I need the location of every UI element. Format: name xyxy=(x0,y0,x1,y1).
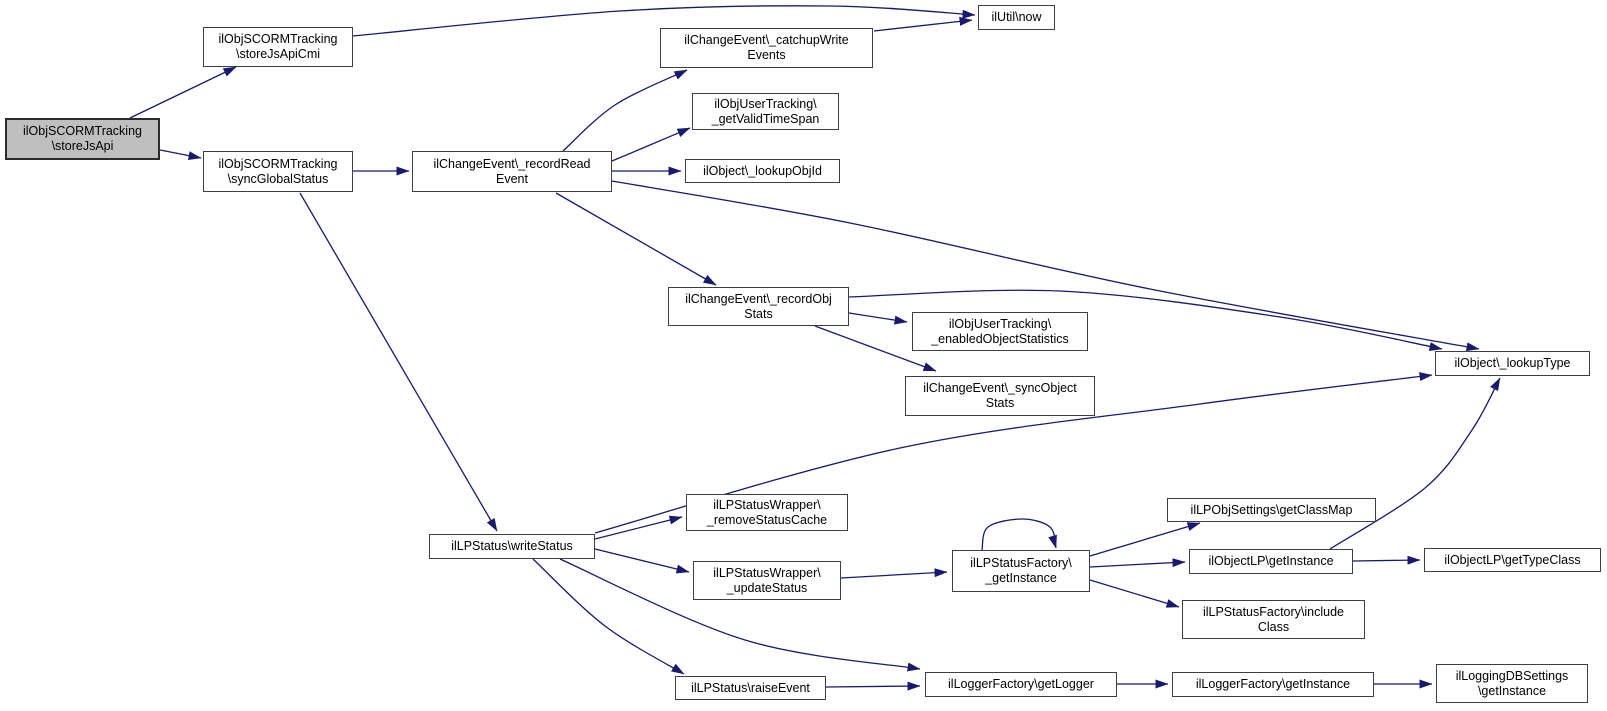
node-getClassMap[interactable]: ilLPObjSettings\getClassMap xyxy=(1167,498,1376,522)
edge-storeJsApi-storeJsApiCmi xyxy=(129,66,237,119)
node-getTypeClass[interactable]: ilObjectLP\getTypeClass xyxy=(1424,548,1601,572)
edge-lpStatusFactoryGetInstance-lpStatusFactoryGetInstance xyxy=(981,518,1057,551)
edge-writeStatus-raiseEvent xyxy=(532,558,685,675)
node-removeStatusCache[interactable]: ilLPStatusWrapper\ _removeStatusCache xyxy=(686,494,848,531)
node-enabledObjectStatistics[interactable]: ilObjUserTracking\ _enabledObjectStatist… xyxy=(912,312,1088,351)
edge-recordObjStats-lookupType xyxy=(848,289,1443,351)
node-storeJsApi: ilObjSCORMTracking \storeJsApi xyxy=(5,118,160,160)
node-syncObjectStats[interactable]: ilChangeEvent\_syncObject Stats xyxy=(905,376,1095,416)
edge-lpStatusFactoryGetInstance-includeClass xyxy=(1089,579,1180,608)
node-loggingDBGetInstance[interactable]: ilLoggingDBSettings \getInstance xyxy=(1436,664,1588,703)
node-getValidTimeSpan[interactable]: ilObjUserTracking\ _getValidTimeSpan xyxy=(692,93,839,130)
edge-writeStatus-updateStatus xyxy=(594,548,690,574)
node-ilUtilNow[interactable]: ilUtil\now xyxy=(978,5,1055,30)
node-writeStatus[interactable]: ilLPStatus\writeStatus xyxy=(429,534,595,559)
node-lookupType[interactable]: ilObject\_lookupType xyxy=(1435,351,1590,376)
edge-updateStatus-lpStatusFactoryGetInstance xyxy=(840,568,948,579)
edge-recordReadEvent-catchupWriteEvents xyxy=(562,69,688,152)
node-includeClass[interactable]: ilLPStatusFactory\include Class xyxy=(1182,600,1365,639)
node-loggerGetInstance[interactable]: ilLoggerFactory\getInstance xyxy=(1172,672,1374,697)
edge-syncGlobalStatus-writeStatus xyxy=(299,192,498,532)
edge-recordReadEvent-lookupType xyxy=(611,180,1480,352)
node-raiseEvent[interactable]: ilLPStatus\raiseEvent xyxy=(675,676,826,700)
edge-objectLPGetInstance-getTypeClass xyxy=(1352,555,1421,565)
edge-objectLPGetInstance-lookupType xyxy=(1329,377,1501,550)
edge-recordReadEvent-recordObjStats xyxy=(555,192,717,286)
edge-recordReadEvent-getValidTimeSpan xyxy=(611,127,691,162)
node-updateStatus[interactable]: ilLPStatusWrapper\ _updateStatus xyxy=(693,561,841,600)
node-recordObjStats[interactable]: ilChangeEvent\_recordObj Stats xyxy=(668,287,849,326)
node-lookupObjId[interactable]: ilObject\_lookupObjId xyxy=(685,159,840,183)
node-getLogger[interactable]: ilLoggerFactory\getLogger xyxy=(925,672,1117,697)
node-catchupWriteEvents[interactable]: ilChangeEvent\_catchupWrite Events xyxy=(660,28,873,68)
edge-storeJsApi-syncGlobalStatus xyxy=(159,149,202,161)
edge-writeStatus-getLogger xyxy=(559,558,921,672)
edge-storeJsApiCmi-ilUtilNow xyxy=(352,5,976,37)
edge-writeStatus-removeStatusCache xyxy=(594,515,683,540)
edge-recordObjStats-syncObjectStats xyxy=(814,325,937,372)
node-objectLPGetInstance[interactable]: ilObjectLP\getInstance xyxy=(1189,549,1353,574)
node-syncGlobalStatus[interactable]: ilObjSCORMTracking \syncGlobalStatus xyxy=(203,151,353,192)
node-lpStatusFactoryGetInstance[interactable]: ilLPStatusFactory\ _getInstance xyxy=(952,550,1090,592)
node-recordReadEvent[interactable]: ilChangeEvent\_recordRead Event xyxy=(412,151,612,192)
edge-lpStatusFactoryGetInstance-objectLPGetInstance xyxy=(1089,558,1186,568)
node-storeJsApiCmi[interactable]: ilObjSCORMTracking \storeJsApiCmi xyxy=(203,27,353,67)
edge-lpStatusFactoryGetInstance-getClassMap xyxy=(1089,522,1201,557)
edge-raiseEvent-getLogger xyxy=(825,681,921,691)
edge-catchupWriteEvents-ilUtilNow xyxy=(873,16,973,32)
edge-recordObjStats-enabledObjectStatistics xyxy=(848,312,908,325)
